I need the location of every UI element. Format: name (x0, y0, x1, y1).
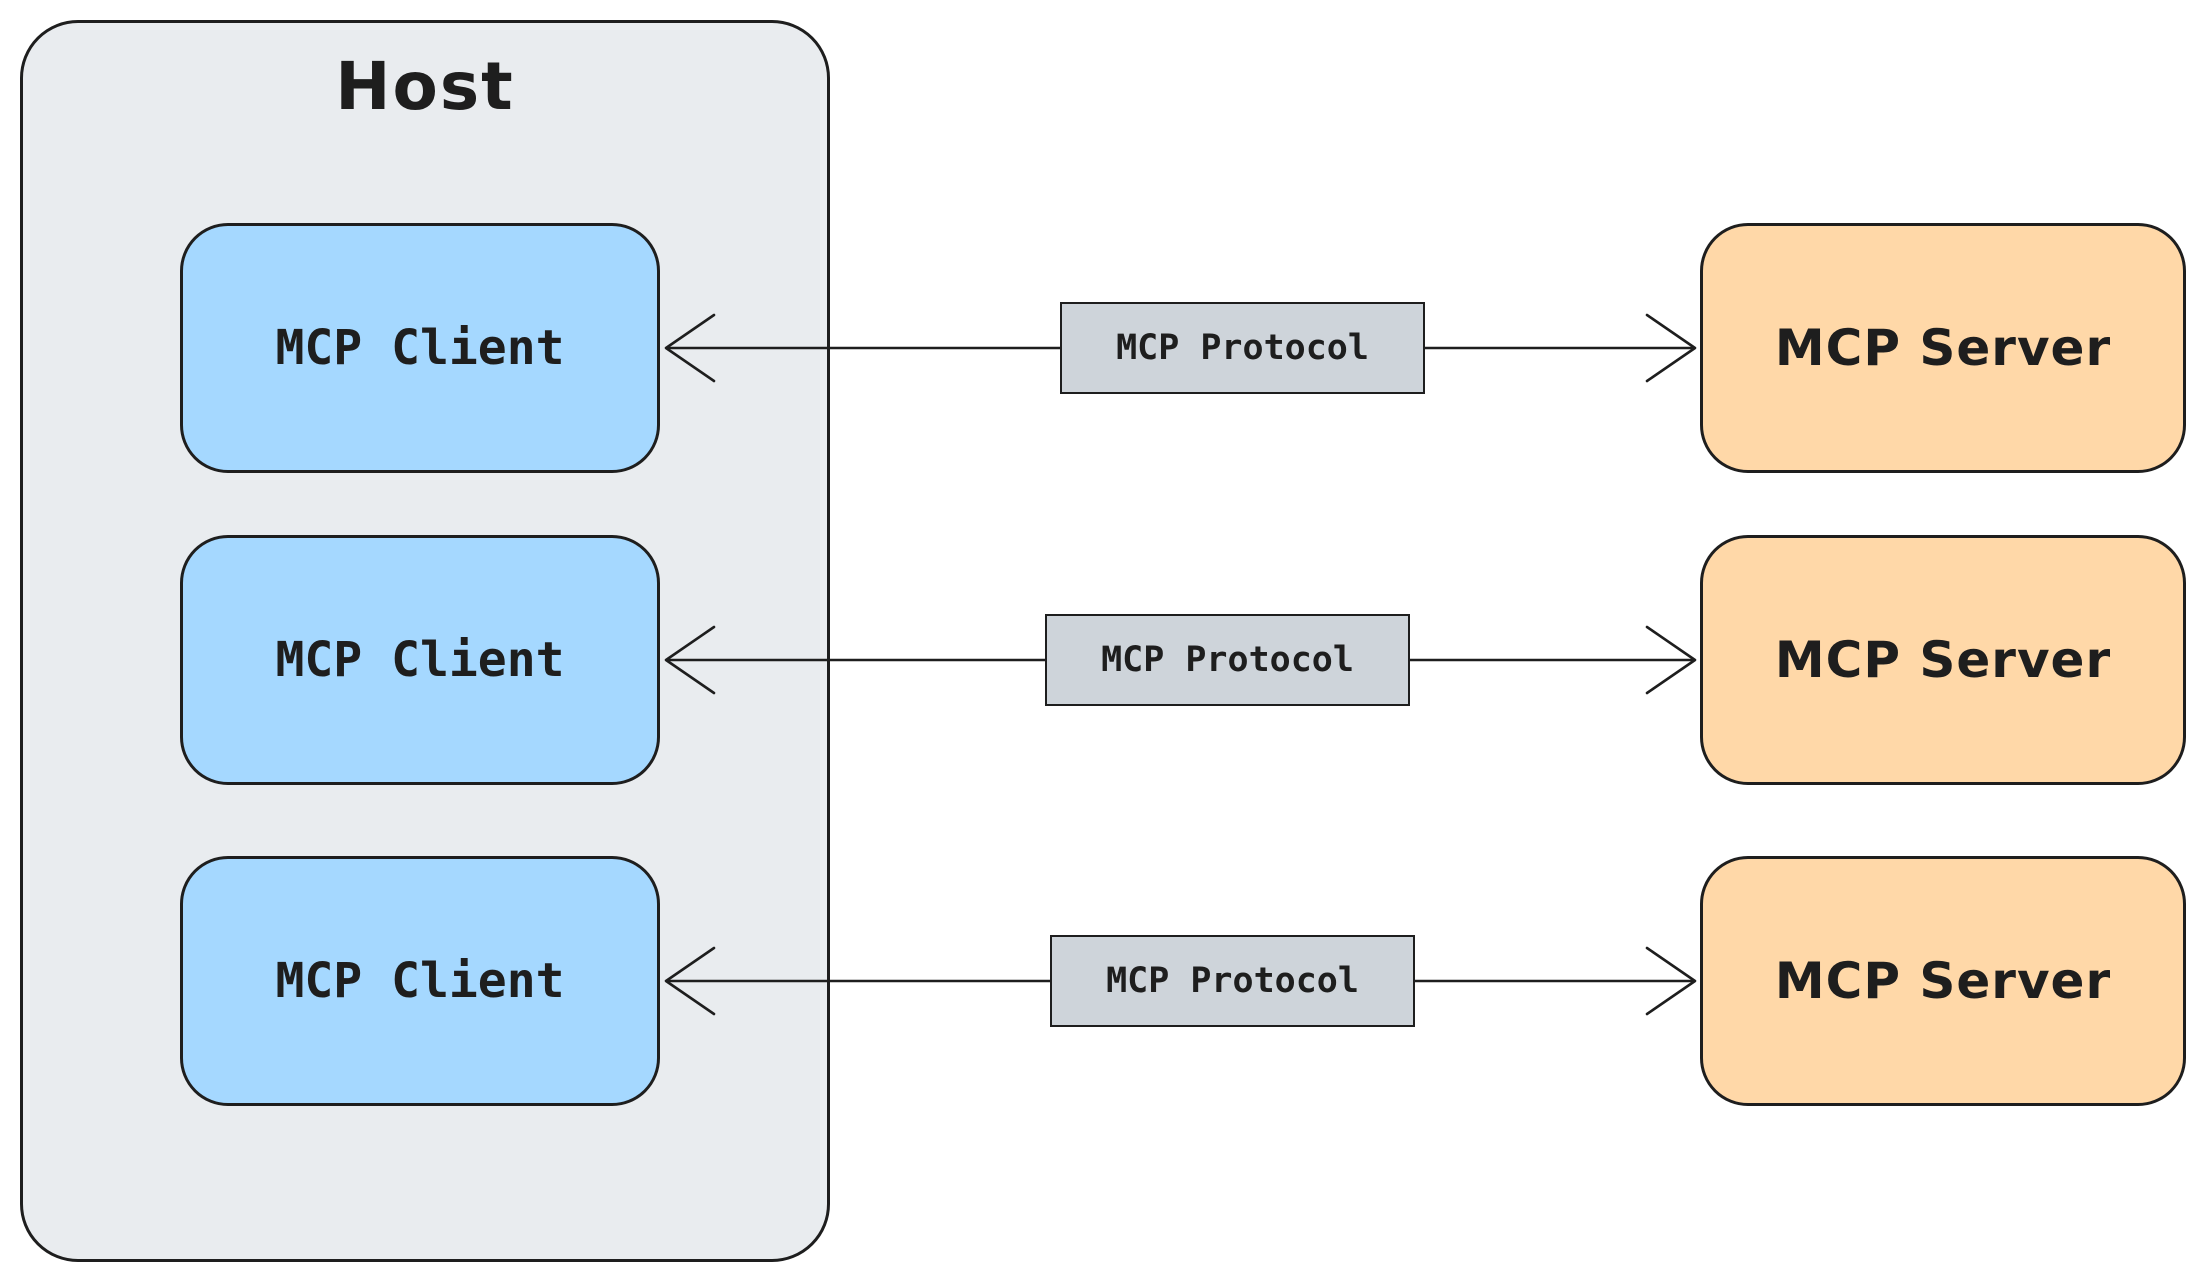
mcp-server-label-1: MCP Server (1774, 319, 2112, 377)
mcp-server-box-3: MCP Server (1700, 856, 2186, 1106)
mcp-server-box-1: MCP Server (1700, 223, 2186, 473)
mcp-server-label-2: MCP Server (1774, 631, 2112, 689)
mcp-protocol-box-1: MCP Protocol (1060, 302, 1425, 394)
mcp-protocol-label-1: MCP Protocol (1116, 328, 1369, 368)
arrowhead-right-1 (1645, 313, 1697, 383)
mcp-protocol-label-3: MCP Protocol (1106, 961, 1359, 1001)
mcp-client-label-2: MCP Client (275, 632, 565, 688)
mcp-client-box-1: MCP Client (180, 223, 660, 473)
mcp-protocol-label-2: MCP Protocol (1101, 640, 1354, 680)
mcp-protocol-box-3: MCP Protocol (1050, 935, 1415, 1027)
host-title: Host (335, 48, 515, 125)
mcp-client-box-3: MCP Client (180, 856, 660, 1106)
mcp-protocol-box-2: MCP Protocol (1045, 614, 1410, 706)
arrowhead-right-3 (1645, 946, 1697, 1016)
arrowhead-right-2 (1645, 625, 1697, 695)
mcp-client-box-2: MCP Client (180, 535, 660, 785)
mcp-server-box-2: MCP Server (1700, 535, 2186, 785)
mcp-client-label-1: MCP Client (275, 320, 565, 376)
mcp-client-label-3: MCP Client (275, 953, 565, 1009)
mcp-server-label-3: MCP Server (1774, 952, 2112, 1010)
